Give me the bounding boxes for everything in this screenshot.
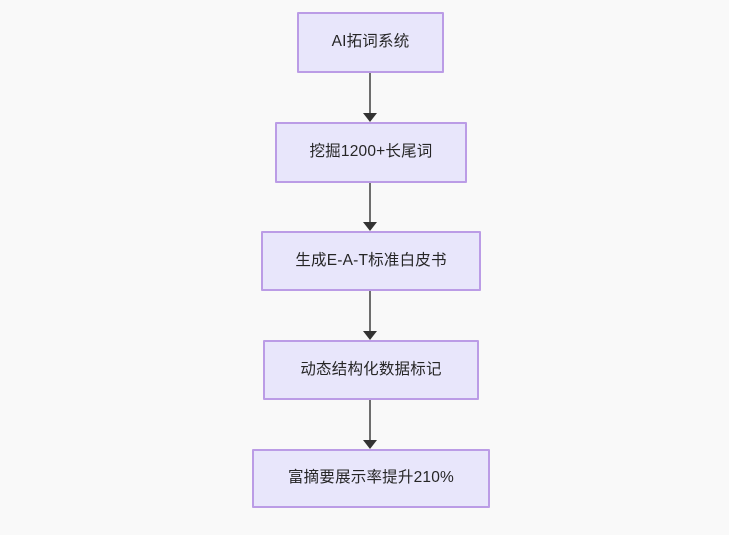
flowchart-node-5[interactable]: 富摘要展示率提升210% bbox=[252, 449, 490, 508]
flowchart-edge-1 bbox=[363, 73, 377, 122]
flowchart-node-1[interactable]: AI拓词系统 bbox=[297, 12, 444, 73]
flowchart-node-1-label: AI拓词系统 bbox=[331, 33, 410, 51]
edge-line-icon bbox=[369, 183, 371, 223]
edge-line-icon bbox=[369, 291, 371, 332]
edge-line-icon bbox=[369, 400, 371, 441]
flowchart-node-3-label: 生成E-A-T标准白皮书 bbox=[295, 251, 447, 269]
flowchart-node-2-label: 挖掘1200+长尾词 bbox=[309, 143, 433, 161]
arrow-down-icon bbox=[363, 331, 377, 340]
flowchart-node-4[interactable]: 动态结构化数据标记 bbox=[263, 340, 479, 400]
arrow-down-icon bbox=[363, 440, 377, 449]
edge-line-icon bbox=[369, 73, 371, 114]
flowchart-node-5-label: 富摘要展示率提升210% bbox=[287, 469, 455, 487]
flowchart-node-2[interactable]: 挖掘1200+长尾词 bbox=[275, 122, 467, 183]
arrow-down-icon bbox=[363, 113, 377, 122]
flowchart-edge-2 bbox=[363, 183, 377, 231]
flowchart-node-3[interactable]: 生成E-A-T标准白皮书 bbox=[261, 231, 481, 291]
flowchart-node-4-label: 动态结构化数据标记 bbox=[300, 360, 442, 378]
flowchart-edge-4 bbox=[363, 400, 377, 449]
arrow-down-icon bbox=[363, 222, 377, 231]
flowchart-edge-3 bbox=[363, 291, 377, 340]
